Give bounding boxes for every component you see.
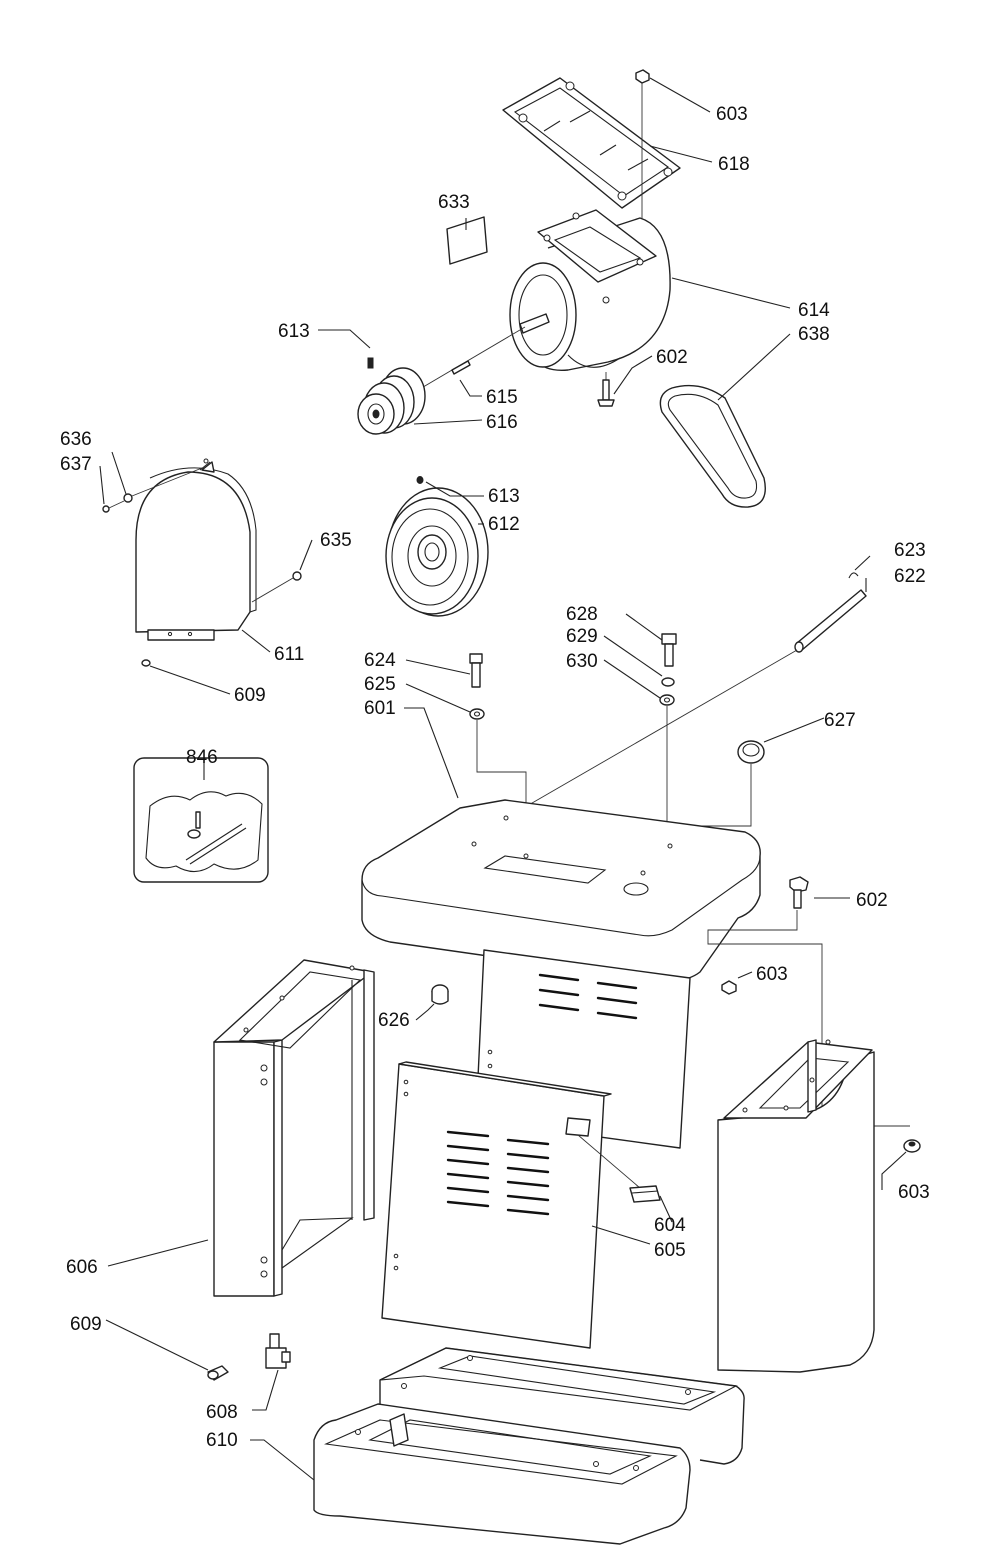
part-615-key — [412, 326, 526, 394]
part-613-set-screw-upper — [367, 357, 374, 369]
part-608-latch — [265, 1333, 291, 1369]
callout-624: 624 — [364, 650, 396, 671]
part-638-v-belt — [659, 384, 766, 508]
callout-633: 633 — [438, 192, 470, 213]
part-846-hardware-bag — [133, 757, 269, 883]
part-613-set-screw-lower — [416, 476, 424, 484]
callout-605: 605 — [654, 1240, 686, 1261]
part-629-lock-washer — [661, 677, 675, 687]
part-626-foot-bushing — [431, 984, 449, 1005]
callout-609-lower: 609 — [70, 1314, 102, 1335]
callout-611: 611 — [274, 644, 304, 665]
callout-846: 846 — [186, 747, 218, 768]
callout-603-lower: 603 — [898, 1182, 930, 1203]
callout-627: 627 — [824, 710, 856, 731]
part-614-motor — [509, 209, 671, 371]
part-633-label — [446, 216, 488, 265]
callout-labels: 603 618 633 614 638 613 602 615 616 636 … — [60, 104, 930, 1451]
part-630-flat-washer — [659, 694, 675, 840]
callout-604: 604 — [654, 1215, 686, 1236]
part-right-side-panel — [717, 1039, 875, 1373]
part-637-screw — [102, 500, 125, 513]
callout-637: 637 — [60, 454, 92, 475]
callout-635: 635 — [320, 530, 352, 551]
callout-616: 616 — [486, 412, 518, 433]
callout-630: 630 — [566, 651, 598, 672]
callout-602-motor: 602 — [656, 347, 688, 368]
callout-603-mid: 603 — [756, 964, 788, 985]
part-609-screw-guard — [141, 659, 151, 667]
part-624-bolt — [469, 653, 483, 688]
part-602-screw-motor — [597, 372, 615, 407]
callout-629: 629 — [566, 626, 598, 647]
part-609-screw-lower — [207, 1365, 229, 1381]
part-603-nut-mid — [721, 980, 737, 995]
callout-615: 615 — [486, 387, 518, 408]
part-604-switch — [629, 1185, 661, 1203]
part-603-nut-lower — [903, 1139, 921, 1153]
callout-625: 625 — [364, 674, 396, 695]
part-601-top-panel — [361, 799, 761, 983]
part-612-drive-pulley — [385, 487, 489, 617]
callout-628: 628 — [566, 604, 598, 625]
callout-613-lower: 613 — [488, 486, 520, 507]
part-622-rod — [519, 589, 867, 811]
callout-638: 638 — [798, 324, 830, 345]
callout-614: 614 — [798, 300, 830, 321]
callout-609-guard: 609 — [234, 685, 266, 706]
callout-606: 606 — [66, 1257, 98, 1278]
part-605-front-panel — [381, 1061, 641, 1349]
part-610-base — [313, 1347, 745, 1545]
part-616-motor-pulley — [357, 367, 426, 435]
part-636-washer — [123, 467, 203, 503]
callout-623: 623 — [894, 540, 926, 561]
callout-601: 601 — [364, 698, 396, 719]
part-618-motor-mount-plate — [502, 77, 681, 209]
part-635-nut — [251, 571, 302, 603]
callout-602-right: 602 — [856, 890, 888, 911]
part-628-bolt — [661, 633, 677, 667]
callout-612: 612 — [488, 514, 520, 535]
callout-613-upper: 613 — [278, 321, 310, 342]
callout-626: 626 — [378, 1010, 410, 1031]
callout-622: 622 — [894, 566, 926, 587]
part-606-left-side-panel — [213, 959, 375, 1297]
callout-603-top: 603 — [716, 104, 748, 125]
callout-618: 618 — [718, 154, 750, 175]
callout-636: 636 — [60, 429, 92, 450]
callout-610: 610 — [206, 1430, 238, 1451]
leader-lines — [99, 77, 907, 1481]
part-623-clip — [848, 572, 859, 579]
callout-608: 608 — [206, 1402, 238, 1423]
part-611-belt-guard — [135, 458, 257, 641]
